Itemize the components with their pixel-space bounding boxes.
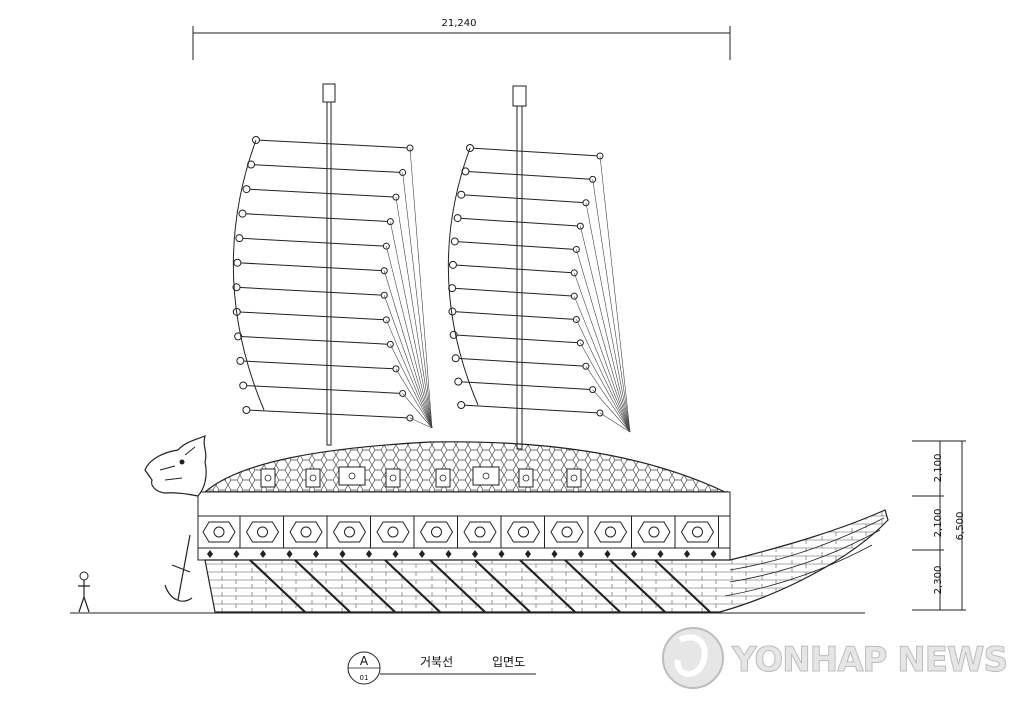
- roof-hatches: [260, 466, 582, 488]
- title-block: A 01 거북선 입면도: [347, 651, 536, 685]
- anchor-icon: [164, 534, 193, 602]
- total-height-label: 6,500: [955, 512, 966, 541]
- gun-ports: [202, 516, 719, 548]
- height-label-middle: 2,100: [933, 509, 944, 538]
- overall-length-label: 21,240: [442, 18, 477, 29]
- height-dimensions: 2,100 2,100 2,300 6,500: [912, 440, 966, 611]
- hull: [204, 509, 889, 613]
- human-scale-figure-icon: [78, 571, 90, 613]
- turtle-shell-roof: [203, 441, 728, 493]
- overall-length-dimension: 21,240: [192, 18, 731, 60]
- height-label-bottom: 2,300: [933, 566, 944, 595]
- gun-deck-wall: [197, 491, 731, 561]
- yonhap-watermark: YONHAP NEWS: [662, 627, 1008, 689]
- rear-sail: [447, 144, 631, 433]
- yonhap-news-text: YONHAP NEWS: [731, 640, 1007, 680]
- oar-marks: [207, 550, 717, 558]
- height-label-top: 2,100: [933, 454, 944, 483]
- dragon-head-icon: [144, 434, 207, 497]
- yonhap-logo-icon: [662, 627, 724, 689]
- ship-name: 거북선: [420, 655, 453, 669]
- front-sail: [232, 136, 433, 429]
- masts: [322, 83, 527, 450]
- sheet-letter: A: [360, 654, 369, 668]
- sheet-number: 01: [360, 674, 369, 682]
- oars: [249, 559, 711, 613]
- view-name: 입면도: [492, 655, 525, 669]
